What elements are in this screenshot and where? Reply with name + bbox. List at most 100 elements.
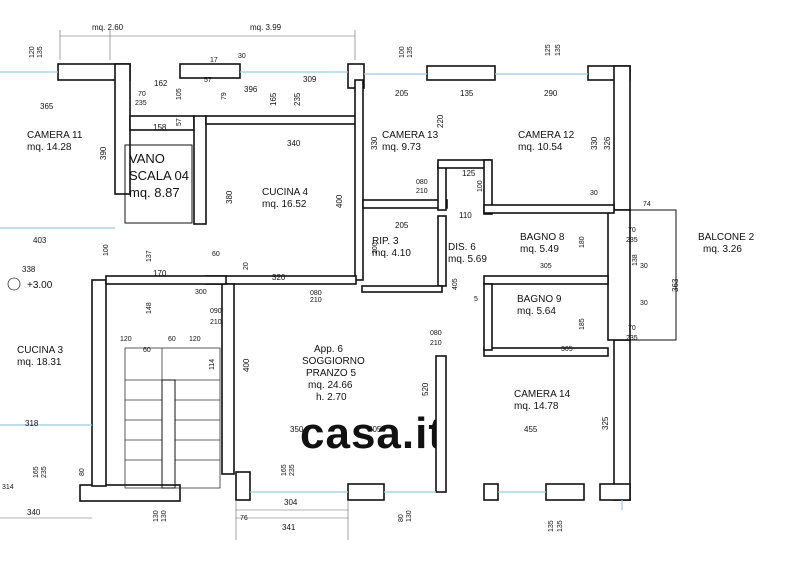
dim-label: 210 (430, 340, 442, 347)
dim-label: 338 (22, 265, 36, 274)
dim-label: 125 (462, 169, 476, 178)
dim-label: 5 (474, 296, 478, 303)
balcone2-name: BALCONE 2 (698, 232, 755, 243)
dim-label: 138 (632, 254, 639, 266)
dim-label: 130 (406, 510, 413, 522)
dim-label: 70 (138, 91, 146, 98)
camera12-name: CAMERA 12 (518, 130, 575, 141)
watermark: casa.it (300, 409, 444, 458)
dim-label: 74 (643, 201, 651, 208)
dim-label: 180 (579, 236, 586, 248)
dim-label: 320 (272, 273, 286, 282)
camera11-area: mq. 14.28 (27, 142, 72, 153)
dim-label: 165 (33, 466, 40, 478)
dim-label: 403 (33, 236, 47, 245)
dim-label: 235 (289, 464, 296, 476)
dim-label: 120 (29, 46, 36, 58)
dim-label: 210 (310, 297, 322, 304)
balcone2-area: mq. 3.26 (703, 244, 742, 255)
staircase (124, 347, 221, 489)
dim-label: 110 (459, 211, 472, 220)
dim-label: 17 (210, 57, 218, 64)
dim-label: 396 (244, 85, 258, 94)
dim-label: 305 (561, 346, 573, 353)
soggiorno-line4: mq. 24.66 (308, 380, 353, 391)
dim-label: 79 (221, 92, 228, 100)
balcony-outline (629, 209, 677, 341)
dim-label: 185 (579, 318, 586, 330)
dim-label: 120 (189, 336, 201, 343)
soggiorno-line1: App. 6 (314, 344, 343, 355)
dim-label: 205 (368, 425, 382, 434)
dim-label: 205 (395, 221, 409, 230)
soggiorno-line5: h. 2.70 (316, 392, 347, 403)
dim-label: 205 (395, 89, 409, 98)
dim-label: 70 (628, 325, 636, 332)
dim-label: 330 (370, 136, 379, 150)
camera13-area: mq. 9.73 (382, 142, 421, 153)
dimension-labels: mq. 2.60 mq. 3.99 120 135 100 135 125 13… (2, 23, 680, 532)
bagno8-area: mq. 5.49 (520, 244, 559, 255)
dim-label: 309 (303, 75, 317, 84)
dim-label: 100 (399, 46, 406, 58)
bagno9-name: BAGNO 9 (517, 294, 562, 305)
dim-label: 100 (477, 180, 484, 192)
dim-label: 300 (195, 289, 207, 296)
dim-label: 290 (544, 89, 558, 98)
dim-label: 235 (135, 100, 147, 107)
soggiorno-line2: SOGGIORNO (302, 356, 365, 367)
dim-label: 080 (430, 330, 442, 337)
dis6-name: DIS. 6 (448, 242, 476, 253)
dim-label: 135 (37, 46, 44, 58)
dim-label: 365 (40, 102, 54, 111)
dim-label: 125 (545, 44, 552, 56)
dim-label: 60 (212, 251, 220, 258)
rip3-name: RIP. 3 (372, 236, 399, 247)
dim-label: 130 (161, 510, 168, 522)
dim-label: 325 (601, 416, 610, 430)
camera13-name: CAMERA 13 (382, 130, 439, 141)
dim-label: 350 (290, 425, 304, 434)
dim-label: 100 (103, 244, 110, 256)
dim-label: 363 (671, 278, 680, 292)
rip3-area: mq. 4.10 (372, 248, 411, 259)
cucina3-name: CUCINA 3 (17, 345, 64, 356)
dim-label: 105 (176, 88, 183, 100)
dis6-area: mq. 5.69 (448, 254, 487, 265)
dim-label: 165 (269, 92, 278, 106)
dim-label: 390 (99, 146, 108, 160)
dim-label: 30 (640, 263, 648, 270)
bagno9-area: mq. 5.64 (517, 306, 556, 317)
dim-label: 340 (287, 139, 301, 148)
camera12-area: mq. 10.54 (518, 142, 563, 153)
dim-label: 165 (281, 464, 288, 476)
dim-label: 304 (284, 498, 298, 507)
level-marker: +3.00 (27, 280, 53, 291)
dim-label: 76 (240, 515, 248, 522)
dim-label: 400 (242, 358, 251, 372)
dim-label: 57 (204, 77, 212, 84)
dim-label: 148 (146, 302, 153, 314)
dim-label: 455 (524, 425, 538, 434)
dim-label: 120 (120, 336, 132, 343)
dim-label: 326 (603, 136, 612, 150)
windows (0, 71, 623, 510)
dim-label: 114 (209, 359, 216, 370)
dim-label: 20 (243, 262, 250, 270)
camera11-name: CAMERA 11 (27, 130, 83, 141)
dim-label: 200 (372, 242, 379, 254)
bagno8-name: BAGNO 8 (520, 232, 565, 243)
room-labels: VANO SCALA 04 mq. 8.87 CAMERA 11 mq. 14.… (17, 130, 755, 412)
camera14-name: CAMERA 14 (514, 389, 571, 400)
dim-label: 30 (590, 190, 598, 197)
dim-label: 135 (460, 89, 474, 98)
dim-label: 210 (416, 188, 428, 195)
dim-label: 80 (79, 468, 86, 476)
dim-label: 235 (626, 335, 638, 342)
dim-label: 135 (548, 520, 555, 532)
dim-label: 210 (210, 319, 222, 326)
dim-label: 220 (436, 114, 445, 128)
cucina4-name: CUCINA 4 (262, 187, 309, 198)
dim-label: 235 (626, 237, 638, 244)
